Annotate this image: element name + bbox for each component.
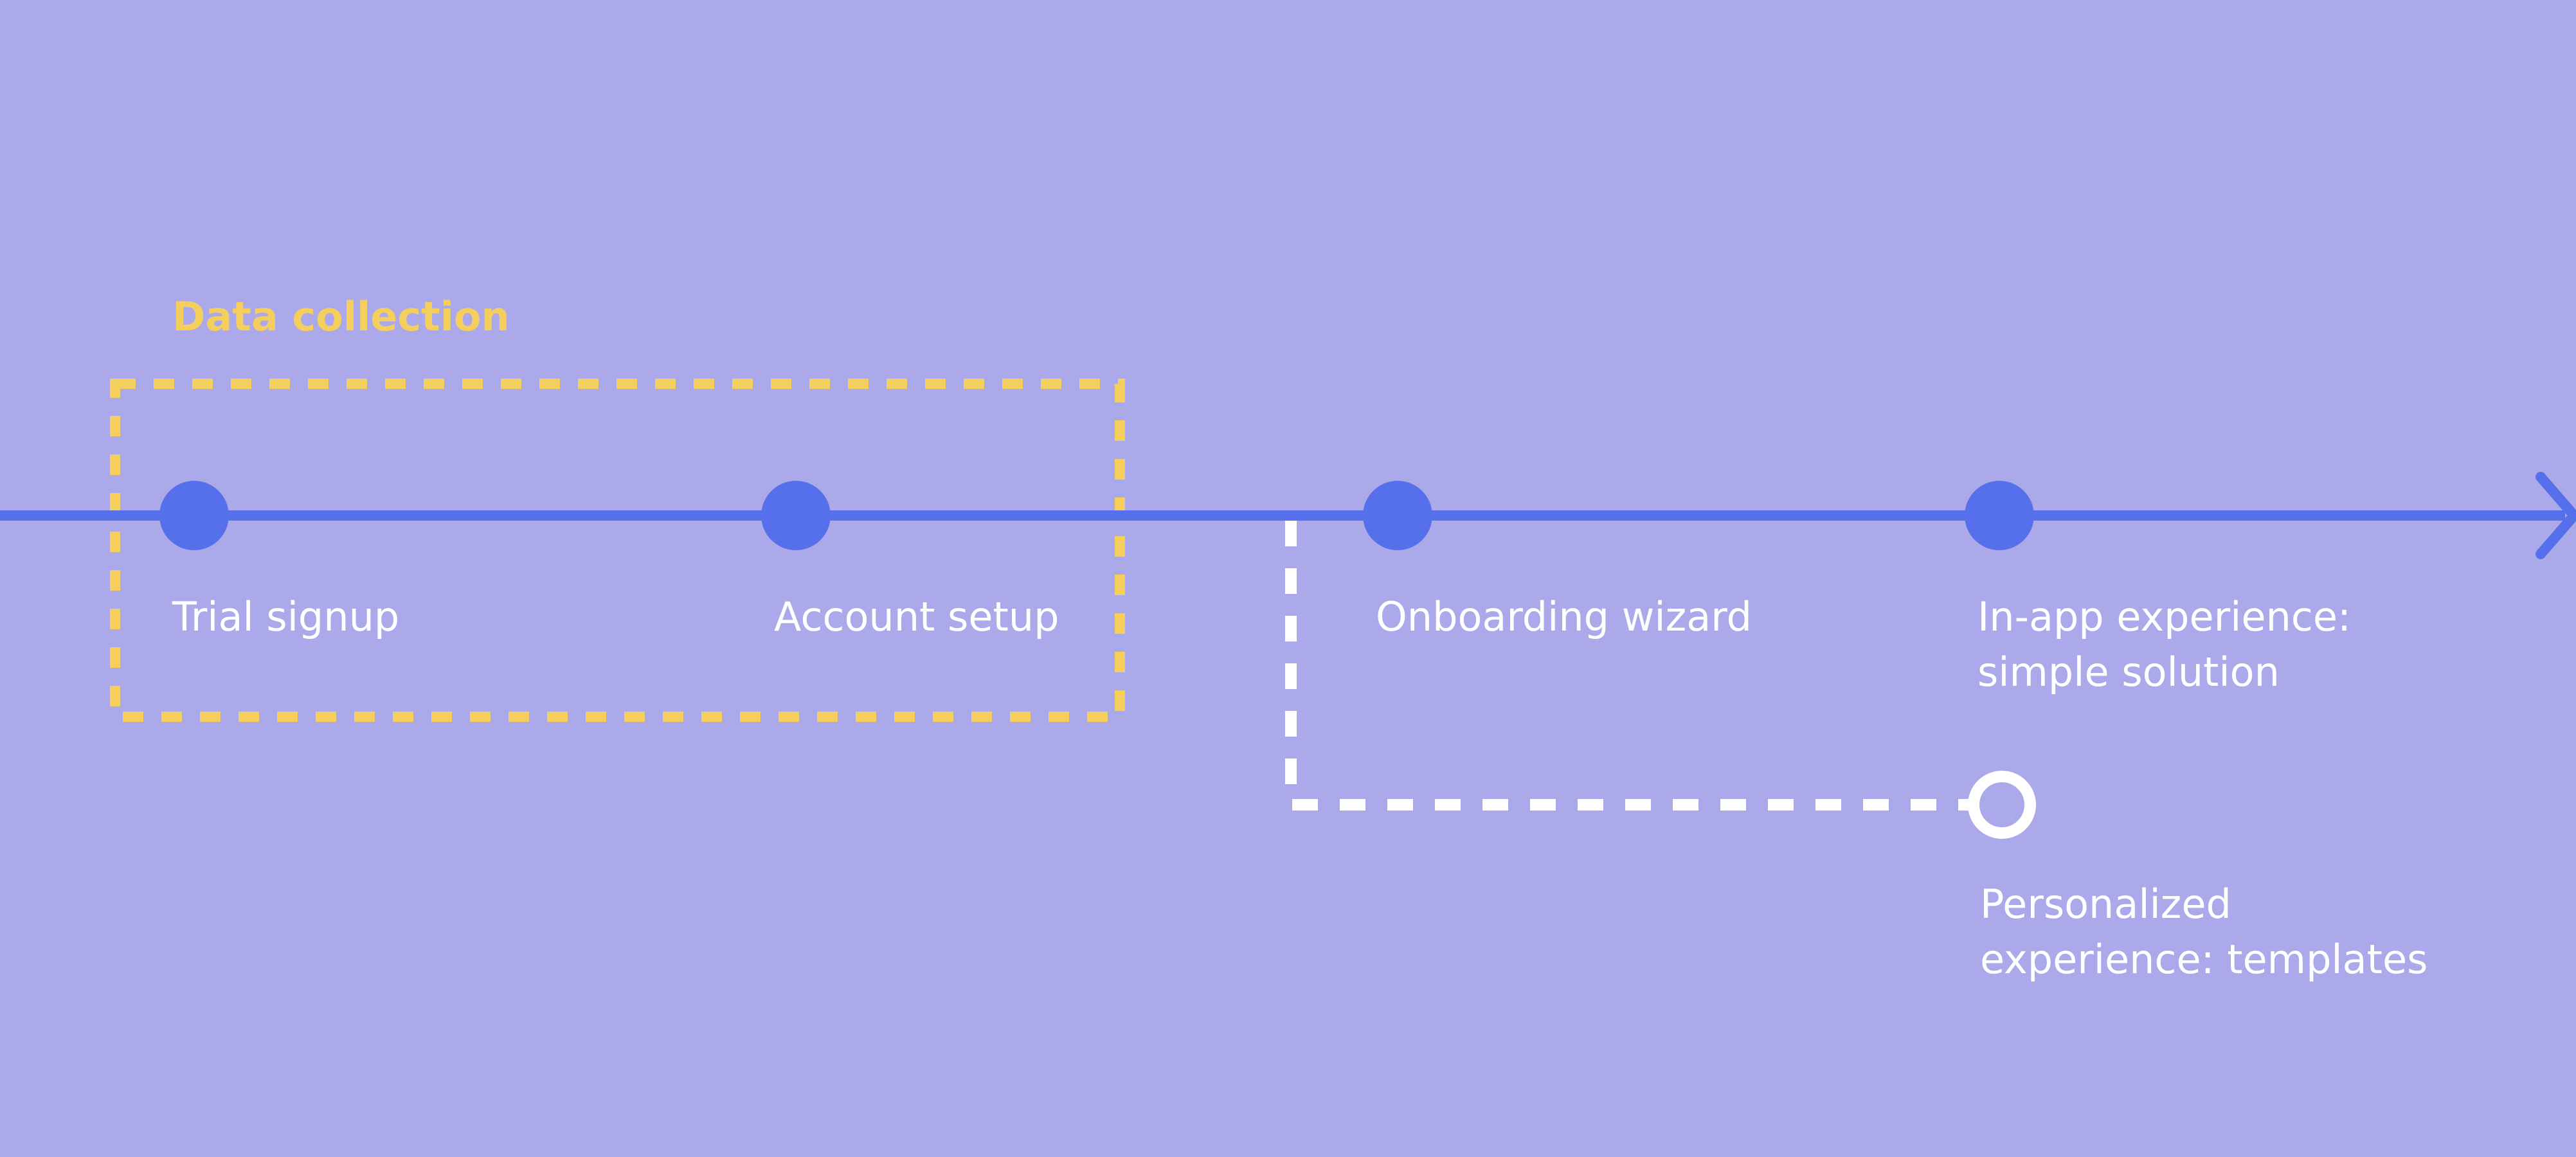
step-node-in-app-experience [1965, 481, 2034, 550]
step-label-onboarding-wizard: Onboarding wizard [1376, 593, 1752, 640]
timeline-arrow-icon [2535, 472, 2576, 559]
step-label-trial-signup: Trial signup [172, 593, 400, 640]
branch-node-personalized [1968, 771, 2036, 839]
step-node-onboarding-wizard [1363, 481, 1432, 550]
data-collection-title: Data collection [172, 293, 510, 340]
branch-connector [1285, 521, 1968, 811]
step-label-in-app-line2: simple solution [1977, 649, 2280, 695]
step-label-in-app-line1: In-app experience: [1977, 593, 2351, 640]
step-label-in-app-experience: In-app experience: simple solution [1977, 589, 2351, 700]
step-node-account-setup [761, 481, 831, 550]
branch-label-personalized: Personalized experience: templates [1980, 877, 2427, 987]
step-node-trial-signup [159, 481, 229, 550]
branch-label-line1: Personalized [1980, 881, 2231, 928]
data-collection-group-box [110, 379, 1125, 722]
branch-label-line2: experience: templates [1980, 936, 2428, 983]
step-label-account-setup: Account setup [774, 593, 1059, 640]
